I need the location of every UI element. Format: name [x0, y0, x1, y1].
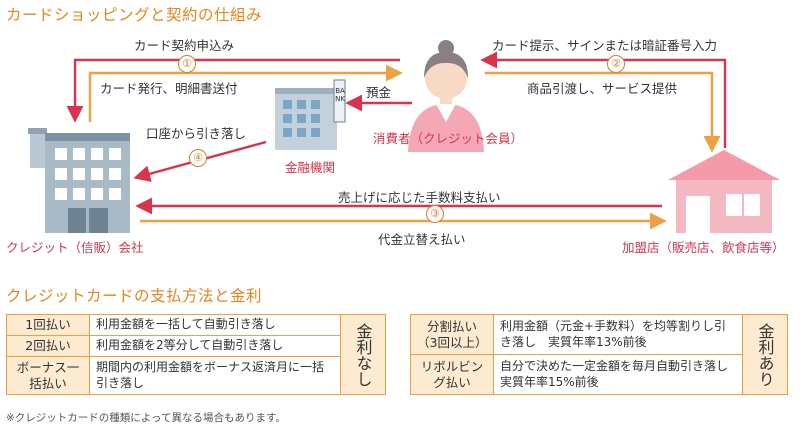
no-interest-badge: 金利なし	[340, 314, 386, 395]
with-interest-badge: 金利あり	[742, 314, 788, 395]
flow-3-bottom-label: 代金立替え払い	[378, 232, 466, 247]
payment-method-name: 1回払い	[6, 314, 90, 336]
table-row: リボルビング払い 自分で決めた一定金額を毎月自動引き落し 実質年率15%前後	[410, 354, 788, 395]
flow-4-top-label: 口座から引き落し	[146, 126, 247, 141]
bank-sign: BANK	[335, 87, 345, 103]
table-row: ボーナス一括払い 期間内の利用金額をボーナス返済月に一括引き落し	[6, 356, 386, 395]
footnote: ※クレジットカードの種類によって異なる場合もあります。	[6, 412, 286, 424]
consumer-figure-icon	[408, 40, 484, 152]
flow-title: カードショッピングと契約の仕組み	[6, 6, 263, 24]
store-label: 加盟店（販売店、飲食店等）	[622, 240, 785, 255]
payment-method-desc: 利用金額を2等分して自動引き落し	[89, 335, 341, 357]
bank-building-icon	[275, 79, 346, 150]
arrow-1-apply	[66, 58, 400, 123]
table-row: 分割払い（3回以上） 利用金額（元金+手数料）を均等割りし引き落し 実質年率13…	[410, 314, 788, 395]
flow-1-bottom-label: カード発行、明細書送付	[100, 81, 238, 96]
arrow-2-present	[480, 51, 727, 148]
flow-2-bottom-label: 商品引渡し、サービス提供	[527, 81, 678, 96]
table-row: 1回払い 利用金額を一括して自動引き落し 金利なし	[6, 314, 386, 395]
table-row: 2回払い 利用金額を2等分して自動引き落し	[6, 335, 386, 357]
flow-3-number: ③	[426, 205, 444, 223]
payment-method-name: 2回払い	[6, 335, 90, 357]
payment-method-name: 分割払い（3回以上）	[410, 314, 494, 355]
flow-3-top-label: 売上げに応じた手数料支払い	[338, 190, 501, 205]
consumer-label: 消費者（クレジット会員）	[373, 131, 524, 146]
arrow-2-goods	[485, 71, 721, 153]
flow-1-top-label: カード契約申込み	[134, 38, 235, 53]
payment-method-desc: 自分で決めた一定金額を毎月自動引き落し 実質年率15%前後	[493, 354, 743, 395]
bank-label: 金融機関	[285, 160, 336, 175]
payment-method-desc: 利用金額を一括して自動引き落し	[89, 314, 341, 336]
payment-method-desc: 期間内の利用金額をボーナス返済月に一括引き落し	[89, 356, 341, 395]
no-interest-table: 1回払い 利用金額を一括して自動引き落し 金利なし 2回払い 利用金額を2等分し…	[6, 314, 386, 395]
payment-title: クレジットカードの支払方法と金利	[6, 287, 263, 305]
flow-1-number: ①	[178, 55, 196, 73]
arrow-1-issue	[88, 64, 403, 122]
flow-2-number: ②	[607, 55, 625, 73]
with-interest-table: 分割払い（3回以上） 利用金額（元金+手数料）を均等割りし引き落し 実質年率13…	[410, 314, 788, 395]
flow-4-number: ④	[189, 149, 207, 167]
payment-method-name: リボルビング払い	[410, 354, 494, 395]
payment-method-name: ボーナス一括払い	[6, 356, 90, 395]
store-building-icon	[668, 150, 780, 233]
company-label: クレジット（信販）会社	[6, 240, 144, 255]
company-building-icon	[28, 128, 130, 233]
flow-2-top-label: カード提示、サインまたは暗証番号入力	[492, 38, 718, 53]
payment-method-desc: 利用金額（元金+手数料）を均等割りし引き落し 実質年率13%前後	[493, 314, 743, 355]
deposit-label: 預金	[366, 85, 392, 100]
